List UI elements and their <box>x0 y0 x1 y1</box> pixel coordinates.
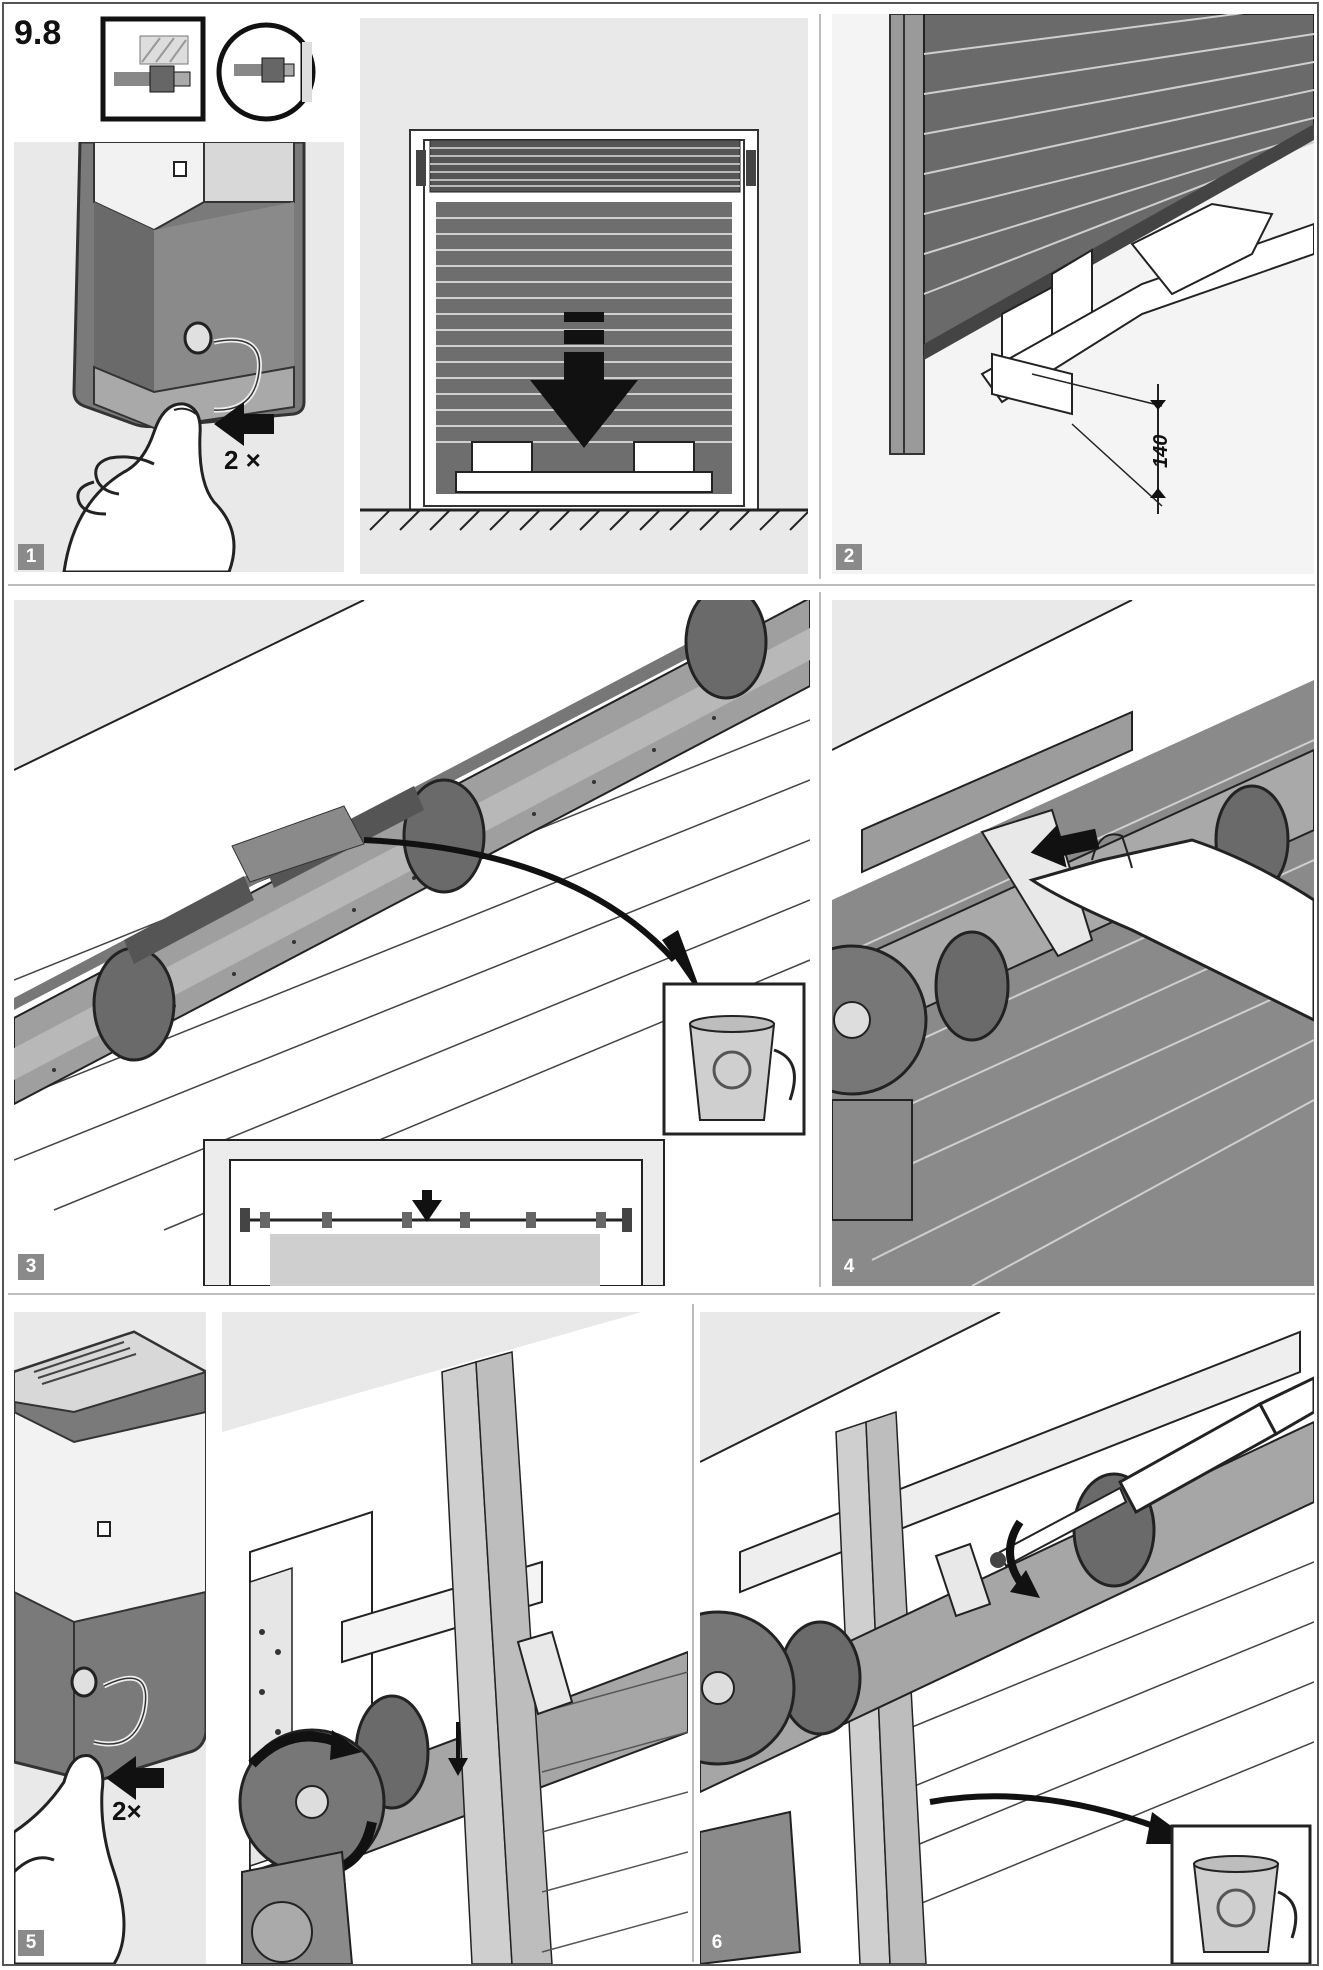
divider-vertical-top <box>819 14 821 579</box>
step-number-badge: 4 <box>836 1254 862 1280</box>
step-number-badge: 2 <box>836 544 862 570</box>
divider-vertical-bottom <box>692 1304 694 1962</box>
step-number-badge: 1 <box>18 544 44 570</box>
step-6-illustration <box>700 1312 1314 1964</box>
dimension-label: 140 <box>1150 434 1172 468</box>
step-4-illustration <box>832 600 1314 1286</box>
section-number: 9.8 <box>14 14 62 52</box>
divider-horizontal-2 <box>8 1293 1315 1295</box>
step-5-operator-view <box>14 1312 206 1964</box>
step-number-badge: 3 <box>18 1254 44 1280</box>
divider-horizontal-1 <box>8 584 1315 586</box>
divider-vertical-middle <box>819 592 821 1287</box>
detail-icon-square <box>100 16 206 122</box>
press-count-label: 2× <box>112 1796 142 1826</box>
step-3-illustration <box>14 600 810 1286</box>
step-5-gear-release-view <box>222 1312 688 1964</box>
step-number-badge: 5 <box>18 1930 44 1956</box>
step-number-badge: 6 <box>704 1930 730 1956</box>
detail-icon-circle <box>212 20 324 124</box>
step-2-illustration <box>832 14 1314 574</box>
press-count-label: 2 × <box>224 445 261 475</box>
garage-door-front-view <box>360 18 808 574</box>
step-1-illustration <box>14 142 344 572</box>
